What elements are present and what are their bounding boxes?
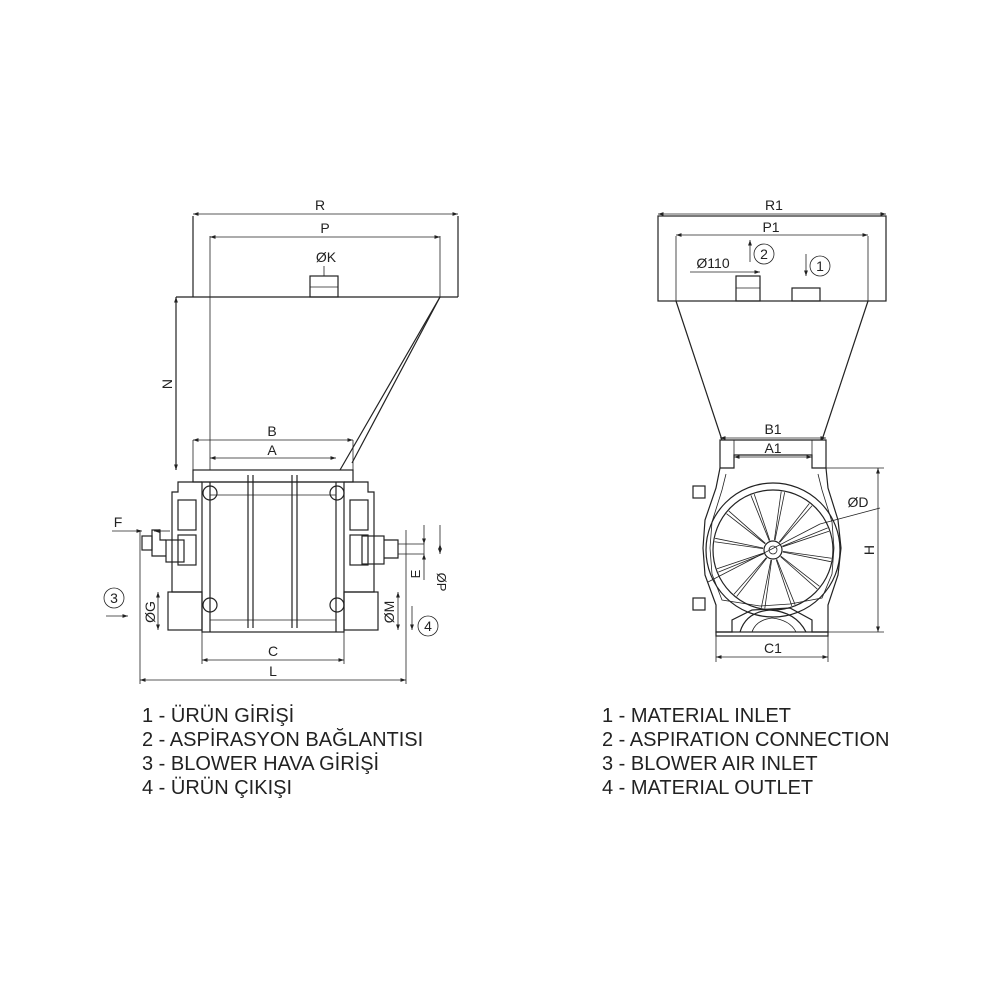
side-hopper — [175, 216, 459, 471]
side-valve-body — [141, 469, 425, 633]
legend-turkish: 1 - ÜRÜN GİRİŞİ 2 - ASPİRASYON BAĞLANTIS… — [142, 704, 423, 800]
rotor-vane — [764, 559, 773, 609]
legend-en-item-2: 2 - ASPIRATION CONNECTION — [602, 729, 890, 751]
rotor-vane — [726, 513, 766, 545]
rotor-vane — [774, 492, 786, 541]
svg-text:3: 3 — [110, 590, 118, 606]
front-hopper — [657, 215, 887, 441]
dim-label-L: L — [269, 663, 277, 679]
side-dimension-labels: R P ØK N B A F ØG ØM E ØP C L — [114, 197, 449, 679]
dim-label-K: ØK — [316, 249, 337, 265]
svg-text:1: 1 — [816, 258, 824, 274]
legend-tr-item-3: 3 - BLOWER HAVA GİRİŞİ — [142, 753, 380, 775]
dim-label-D: ØD — [848, 494, 869, 510]
legend-english: 1 - MATERIAL INLET 2 - ASPIRATION CONNEC… — [602, 704, 889, 800]
dim-label-B1: B1 — [764, 421, 781, 437]
rotor-vane — [716, 552, 764, 570]
side-dimensions — [106, 212, 458, 684]
side-view: R P ØK N B A F ØG ØM E ØP C L 3 4 — [103, 197, 459, 684]
marker-aspiration: 2 — [753, 243, 775, 265]
rotor-vane — [775, 559, 793, 607]
dim-label-M: ØM — [381, 601, 397, 624]
svg-text:2: 2 — [760, 246, 768, 262]
svg-text:4: 4 — [424, 618, 432, 634]
dim-label-H: H — [861, 545, 877, 555]
marker-material-inlet: 1 — [809, 255, 831, 277]
rotor-vane — [733, 557, 767, 595]
legend-en-item-1: 1 - MATERIAL INLET — [602, 705, 791, 727]
front-dimensions — [658, 212, 886, 662]
dim-label-R: R — [315, 197, 325, 213]
dim-label-P1: P1 — [762, 219, 779, 235]
legend-en-item-4: 4 - MATERIAL OUTLET — [602, 777, 814, 799]
rotor-vanes — [714, 491, 832, 609]
legend-tr-item-1: 1 - ÜRÜN GİRİŞİ — [142, 705, 295, 727]
rotor-vane — [782, 551, 831, 563]
rotor-vane — [782, 527, 828, 547]
dim-label-A: A — [267, 442, 277, 458]
dim-label-C: C — [268, 643, 278, 659]
legend-en-item-3: 3 - BLOWER AIR INLET — [602, 753, 818, 775]
marker-material-outlet: 4 — [417, 615, 439, 637]
front-valve-body — [692, 439, 842, 637]
dim-label-R1: R1 — [765, 197, 783, 213]
front-dimension-labels: R1 P1 Ø110 B1 A1 ØD H C1 — [696, 197, 877, 656]
legend-tr-item-2: 2 - ASPİRASYON BAĞLANTISI — [142, 729, 424, 751]
rotor-vane — [780, 555, 820, 587]
rotor-vane — [782, 550, 832, 559]
dim-label-N: N — [159, 379, 175, 389]
rotor-vane — [779, 505, 813, 543]
rotor-vane — [778, 503, 810, 543]
rotor-vane — [780, 556, 818, 590]
dim-label-P: P — [320, 220, 329, 236]
dim-label-Pd: ØP — [434, 573, 449, 592]
dim-label-A1: A1 — [764, 440, 781, 456]
legend-tr-item-4: 4 - ÜRÜN ÇIKIŞI — [142, 777, 293, 799]
rotor-vane — [736, 557, 768, 597]
dim-label-B: B — [267, 423, 276, 439]
marker-blower-air-inlet: 3 — [103, 587, 125, 609]
rotor-vane — [714, 541, 764, 550]
rotor-vane — [753, 493, 771, 541]
dim-label-F: F — [114, 514, 123, 530]
rotor-vane — [715, 537, 764, 549]
rotor-vane — [728, 510, 766, 544]
rotor-vane — [750, 495, 770, 541]
rotor-vane — [782, 530, 830, 548]
rotor-vane — [773, 491, 782, 541]
dim-label-D110: Ø110 — [696, 255, 729, 271]
dim-label-C1: C1 — [764, 640, 782, 656]
front-view: R1 P1 Ø110 B1 A1 ØD H C1 2 1 — [657, 197, 887, 662]
rotor-vane — [760, 559, 772, 608]
dim-label-G: ØG — [142, 601, 158, 623]
rotor-vane — [776, 559, 796, 605]
dim-label-E: E — [408, 569, 423, 578]
